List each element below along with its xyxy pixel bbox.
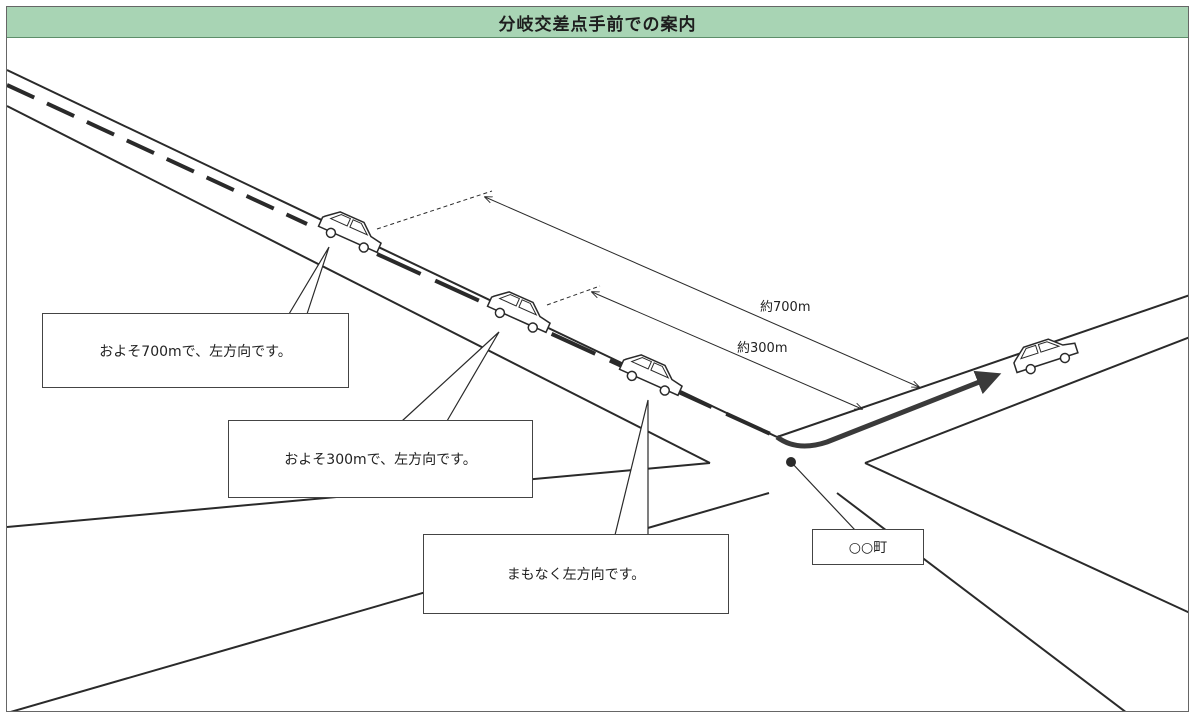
car-icon (484, 285, 556, 339)
guidance-bubble-soon: まもなく左方向です。 (423, 534, 729, 614)
title-bar: 分岐交差点手前での案内 (7, 7, 1188, 38)
callout-pointer-700 (288, 246, 330, 315)
guidance-text-300: およそ300mで、左方向です。 (284, 452, 477, 468)
main-road (7, 69, 778, 464)
place-name: ○○町 (848, 540, 888, 556)
dotted-extension-700 (376, 190, 493, 230)
diagram-frame: 分岐交差点手前での案内 (6, 6, 1189, 712)
guidance-text-soon: まもなく左方向です。 (506, 567, 646, 583)
callout-pointer-300 (401, 331, 500, 422)
callout-pointer-soon (614, 399, 649, 536)
guidance-text-700: およそ700mで、左方向です。 (99, 343, 292, 360)
car-icon (1009, 331, 1081, 379)
road-diagram (7, 69, 1188, 711)
distance-label-700: 約700m (760, 300, 811, 315)
page-title: 分岐交差点手前での案内 (498, 14, 697, 35)
distance-arrow-300 (592, 292, 862, 409)
guidance-bubble-700: およそ700mで、左方向です。 (42, 313, 349, 388)
dotted-extension-300 (546, 285, 601, 306)
distance-arrow-700 (485, 197, 919, 387)
intersection-leader (790, 461, 856, 531)
car-icon (616, 348, 688, 402)
lane-marking (7, 83, 308, 226)
guidance-bubble-300: およそ300mで、左方向です。 (228, 420, 533, 498)
lower-right-road (836, 462, 1188, 711)
distance-label-300: 約300m (737, 341, 788, 356)
route-arrow-icon (775, 370, 1002, 449)
place-label: ○○町 (812, 529, 924, 565)
